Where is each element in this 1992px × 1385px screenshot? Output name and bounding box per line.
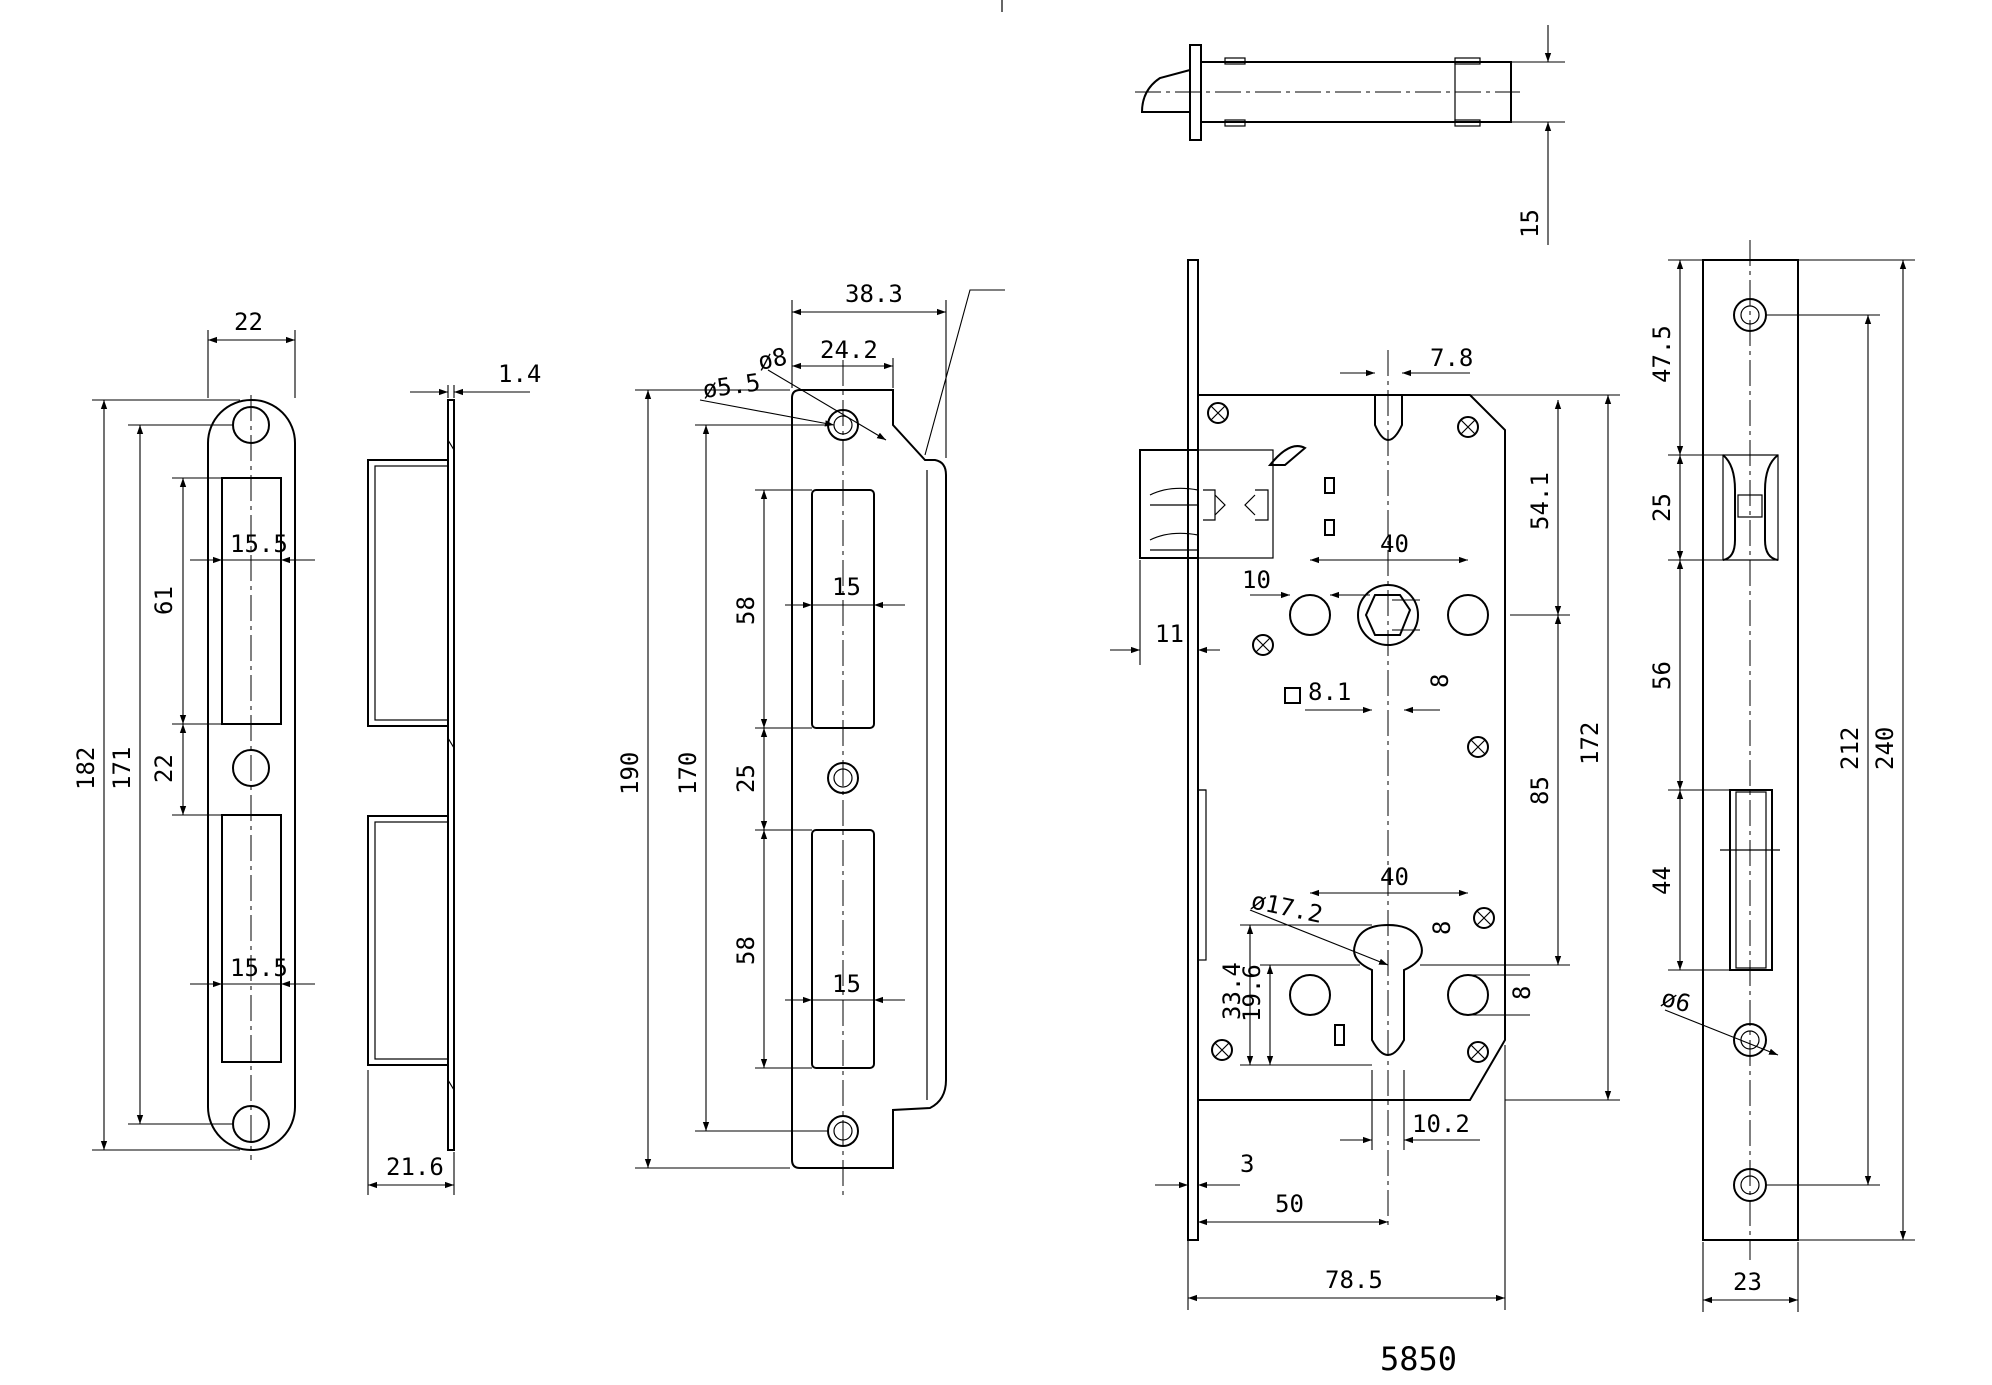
dim-inner-width-bottom: 15.5 [230,954,288,982]
dim-overall-width: 38.3 [845,280,903,308]
dim-inner-width-top: 15.5 [230,530,288,558]
dim-cyl-offset2: 8 [1508,986,1536,1000]
dim-overall-length: 240 [1871,727,1899,770]
dim-width: 22 [234,308,263,336]
strike-plate-front-view: 22 15.5 15.5 61 22 171 182 [72,308,315,1160]
dim-cyl-spacing: 40 [1380,863,1409,891]
dim-gap: 25 [732,764,760,793]
angled-strike-view: 38.3 24.2 ø8 ø5.5 15 15 58 25 58 170 [616,280,1005,1200]
dim-bolt-height: 44 [1648,866,1676,895]
dim-hole-dia-outer: ø8 [755,342,789,375]
dim-slot2-width: 15 [832,970,861,998]
dim-top-to-hole: 47.5 [1648,325,1676,383]
dim-spindle-to-cyl: 85 [1526,776,1554,805]
dim-case-depth: 78.5 [1325,1266,1383,1294]
dim-gap: 22 [150,754,178,783]
dim-handle-pitch: 54.1 [1526,472,1554,530]
dim-overall-height: 182 [72,747,100,790]
dim-handle-hole: 10 [1242,566,1271,594]
faceplate-view: 47.5 25 56 44 ø6 212 240 23 [1648,240,1915,1312]
dim-backset: 50 [1275,1190,1304,1218]
dim-hole-pitch: 212 [1836,727,1864,770]
lock-body-view: 7.8 40 10 11 8 8.1 40 ø17.2 8 8 [1110,259,1620,1310]
dim-thickness: 1.4 [498,360,541,388]
dim-cyl-h1: 33.4 [1218,962,1246,1020]
dim-hole-pitch: 170 [674,752,702,795]
dim-cyl-width: 10.2 [1412,1110,1470,1138]
dim-depth: 21.6 [386,1153,444,1181]
dim-cyl-offset1: 8 [1428,921,1456,935]
dim-projection: 15 [1516,209,1544,238]
dim-hole-offset: 24.2 [820,336,878,364]
dim-slot-height: 61 [150,586,178,615]
dim-slot1-width: 15 [832,573,861,601]
dim-cyl-h2: 19.6 [1238,964,1266,1022]
dim-hole-pitch: 171 [108,747,136,790]
dim-hole-dia-inner: ø5.5 [701,368,762,404]
dim-width: 23 [1733,1268,1762,1296]
dim-spindle-square: 8.1 [1308,678,1351,706]
dim-faceplate-thickness: 3 [1240,1150,1254,1178]
dim-spindle-slot: 7.8 [1430,344,1473,372]
dim-latch-to-bolt: 56 [1648,661,1676,690]
strike-plate-side-view: 1.4 21.6 [367,360,541,1195]
drawing-number: 5850 [1380,1340,1457,1378]
dim-slot2-height: 58 [732,936,760,965]
dim-case-height: 172 [1576,722,1604,765]
dim-latch-height: 25 [1648,493,1676,522]
dim-spindle-spacing: 40 [1380,530,1409,558]
dim-spindle-size: 8 [1426,674,1454,688]
screw-marks [1207,402,1495,1063]
dim-hole-dia: ø6 [1658,984,1693,1019]
dim-backset-edge: 11 [1155,620,1184,648]
dim-overall-height: 190 [616,752,644,795]
latch-bolt-top-view: 15 [1001,0,1565,245]
dim-slot1-height: 58 [732,596,760,625]
